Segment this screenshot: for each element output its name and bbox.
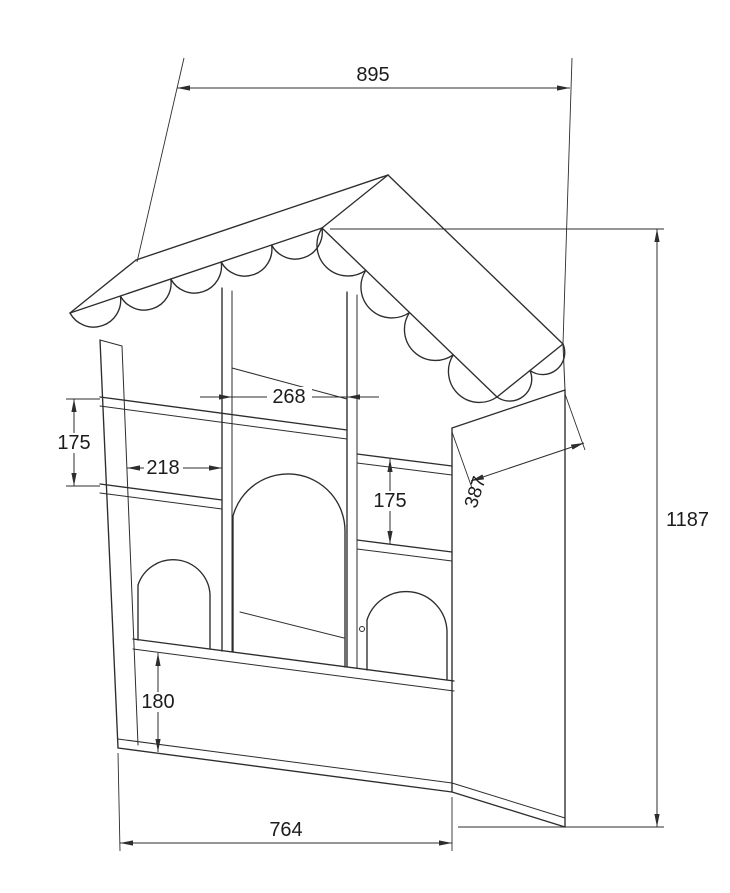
left-wall-outer-edge (99, 339, 119, 749)
roof-eave-corner (562, 343, 566, 391)
label-backdrop (144, 458, 183, 478)
dimension-label: 764 (269, 819, 302, 841)
shelf-top-front-edge (99, 396, 348, 431)
scallop-trim-left-slope (69, 227, 323, 328)
shelf-left-mid-front-edge (99, 483, 223, 501)
extension-line (117, 752, 121, 852)
dim-base-height: 180 (139, 653, 177, 752)
shelf-right-upper-bottom-edge (356, 462, 453, 476)
shelves (99, 367, 453, 639)
scallop-trim (69, 227, 566, 404)
roof-edge-back-left (135, 174, 389, 261)
back-wall-hint-top (231, 367, 348, 400)
label-backdrop (267, 387, 312, 407)
extension-line (564, 393, 586, 451)
roof-ridge (321, 174, 389, 229)
dim-left-section-height: 175 (55, 398, 100, 487)
dimension-label: 268 (272, 386, 305, 408)
dimension-label-group: 387 (461, 474, 491, 511)
extension-line (451, 431, 473, 489)
dividers (221, 287, 358, 669)
shelf-right-upper-front-edge (356, 453, 453, 467)
dim-right-section-height: 175 (371, 459, 409, 544)
label-backdrop (371, 491, 409, 511)
dimension-label: 1187 (666, 509, 709, 531)
roof (69, 174, 566, 398)
walls (99, 339, 566, 828)
side-bottom-edge (451, 791, 566, 828)
fitting-hole (359, 626, 365, 632)
arches (137, 473, 448, 681)
dimension-line (470, 442, 585, 482)
dimension-label: 180 (141, 691, 174, 713)
label-backdrop (55, 433, 93, 453)
extension-line (562, 57, 573, 345)
shelf-top-bottom-edge (99, 405, 348, 440)
back-wall-hint-floor (239, 611, 345, 639)
base-top-front-edge (132, 638, 455, 682)
dimension-label: 895 (356, 64, 389, 86)
dimension-label: 218 (146, 457, 179, 479)
extension-line (136, 57, 185, 263)
dim-middle-opening-width: 268 (200, 386, 379, 408)
side-top-edge (451, 389, 566, 429)
dimension-label: 175 (57, 432, 90, 454)
roof-edge-front-left (69, 227, 323, 314)
left-wall-top-edge (99, 339, 123, 347)
scallop-trim-side-eave (496, 343, 566, 402)
base-rail-bottom-edge (132, 648, 455, 692)
bottom-front-edge (117, 747, 453, 793)
bottom-front-board-edge (117, 738, 453, 784)
dim-left-opening-width: 218 (127, 457, 222, 479)
dimension-label: 175 (373, 490, 406, 512)
arch-center (232, 473, 346, 668)
scallop-trim-right-slope (316, 227, 498, 404)
arch-left (137, 559, 211, 650)
dim-roof-width: 895 (136, 57, 573, 345)
side-bottom-board-edge (451, 782, 566, 819)
shelf-right-lower-front-edge (356, 539, 453, 553)
dimension-label: 387 (461, 474, 491, 511)
left-wall-inner-edge (121, 345, 139, 746)
base (132, 638, 455, 692)
roof-eave-tip-left (69, 259, 137, 314)
label-backdrop (139, 692, 177, 712)
dim-total-height: 1187 (330, 228, 709, 828)
arch-right (366, 590, 448, 681)
roof-edge-back-right (387, 174, 564, 345)
dim-body-width: 764 (117, 752, 453, 852)
shelf-left-mid-bottom-edge (99, 492, 223, 510)
shelf-right-lower-bottom-edge (356, 548, 453, 562)
